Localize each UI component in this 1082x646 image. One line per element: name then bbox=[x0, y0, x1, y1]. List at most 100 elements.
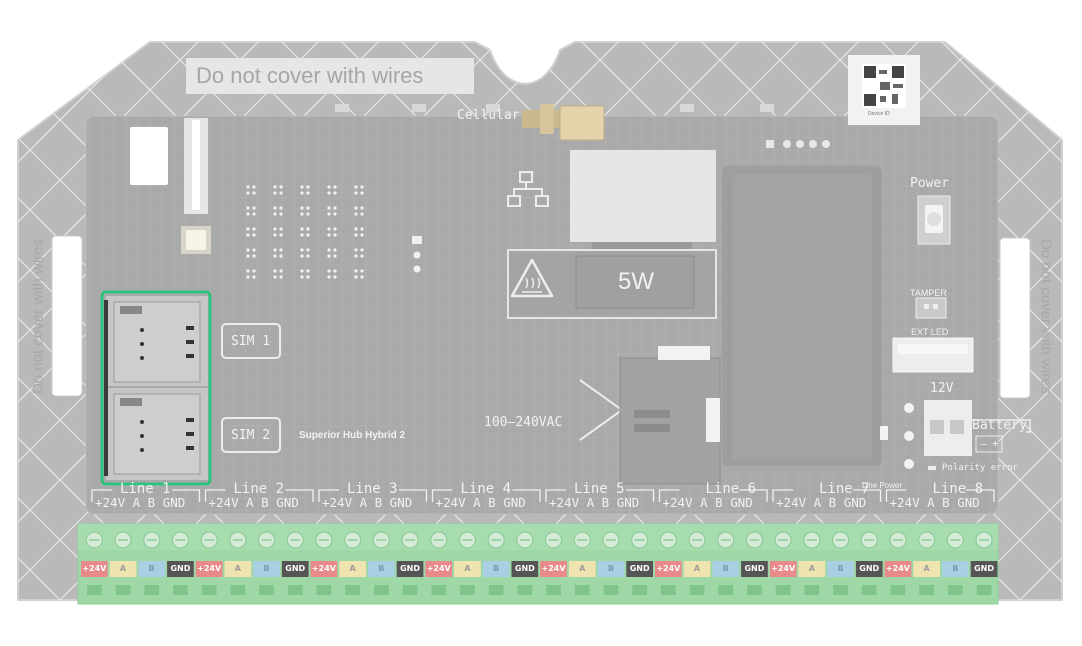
sim2-label: SIM 2 bbox=[231, 428, 271, 443]
terminal-label-bg bbox=[568, 561, 596, 577]
ac-connector bbox=[579, 346, 721, 485]
terminal-slot bbox=[374, 585, 389, 595]
terminal-label-bg bbox=[769, 561, 797, 577]
terminal-label: +24V bbox=[656, 564, 681, 573]
terminal-slot bbox=[115, 585, 131, 595]
terminal-slot bbox=[747, 585, 762, 595]
left-warning-label: Do not cover with wires bbox=[29, 238, 47, 395]
terminal-label: B bbox=[952, 564, 959, 573]
sim-holders bbox=[104, 296, 208, 480]
terminal-label-bg bbox=[195, 561, 223, 577]
terminal-slot bbox=[890, 585, 906, 595]
terminal-slot bbox=[718, 585, 734, 595]
heat-power-label: 5W bbox=[618, 268, 654, 295]
hot-surface-icon bbox=[510, 258, 554, 298]
terminal-label-bg bbox=[712, 561, 740, 577]
terminal-label: B bbox=[722, 564, 729, 573]
terminal-label: B bbox=[837, 564, 844, 573]
terminal-slot bbox=[201, 585, 217, 595]
terminal-label-bg bbox=[855, 561, 883, 577]
terminal-label: GND bbox=[170, 564, 191, 573]
terminal-label: +24V bbox=[885, 564, 910, 573]
line-8-pins: +24V A B GND bbox=[889, 495, 980, 510]
sim1-label: SIM 1 bbox=[231, 334, 271, 349]
terminal-label: A bbox=[923, 564, 930, 573]
battery-plus-sign: + bbox=[992, 437, 999, 450]
terminal-label: GND bbox=[514, 564, 535, 573]
terminal-label-bg bbox=[138, 561, 166, 577]
terminal-label-bg bbox=[425, 561, 453, 577]
terminal-label: B bbox=[493, 564, 500, 573]
terminal-slot bbox=[431, 585, 447, 595]
terminal-label-backgrounds bbox=[81, 561, 998, 577]
cellular-connector bbox=[522, 104, 605, 141]
line-4-name: Line 4 bbox=[460, 481, 512, 497]
terminal-slot bbox=[546, 585, 561, 595]
terminal-label-bg bbox=[396, 561, 424, 577]
device-id-qr bbox=[848, 55, 920, 125]
terminal-label: B bbox=[378, 564, 385, 573]
12v-label: 12V bbox=[930, 381, 954, 396]
terminal-label: B bbox=[148, 564, 155, 573]
power-button bbox=[917, 195, 951, 245]
terminal-slot bbox=[632, 585, 647, 595]
battery-minus-sign: – bbox=[980, 437, 987, 450]
ext-led-connector bbox=[892, 337, 974, 373]
terminal-slot bbox=[804, 585, 820, 595]
terminal-label-bg bbox=[798, 561, 826, 577]
line-power-label: Line Power bbox=[862, 481, 903, 490]
line-2-name: Line 2 bbox=[233, 481, 285, 497]
terminal-label-bg bbox=[368, 561, 395, 577]
line-8-name: Line 8 bbox=[932, 481, 984, 497]
terminal-label-bg bbox=[597, 561, 625, 577]
battery-label: Battery bbox=[972, 418, 1027, 433]
terminal-slot bbox=[861, 585, 877, 595]
ext-led-label: EXT LED bbox=[911, 327, 949, 337]
sim1-box bbox=[221, 323, 281, 359]
terminal-slot bbox=[230, 585, 246, 595]
terminal-slot bbox=[574, 585, 590, 595]
terminal-label-bg bbox=[655, 561, 682, 577]
line-7-pins: +24V A B GND bbox=[776, 495, 867, 510]
terminal-slot bbox=[259, 585, 274, 595]
terminal-label-bg bbox=[683, 561, 711, 577]
ac-input-label: 100–240VAC bbox=[484, 415, 563, 430]
terminal-slot bbox=[919, 585, 934, 595]
terminal-slot bbox=[173, 585, 188, 595]
terminal-label-bg bbox=[511, 561, 539, 577]
terminal-label: +24V bbox=[311, 564, 336, 573]
terminal-label: A bbox=[349, 564, 356, 573]
terminal-label: A bbox=[693, 564, 701, 573]
terminal-label: GND bbox=[400, 564, 420, 573]
terminal-label-bg bbox=[942, 561, 969, 577]
terminal-label: A bbox=[234, 564, 241, 573]
line-4-pins: +24V A B GND bbox=[435, 495, 526, 510]
line-1-name: Line 1 bbox=[120, 481, 171, 497]
line-1-pins: +24V A B GND bbox=[95, 495, 186, 510]
terminal-slot bbox=[345, 585, 360, 595]
line-6-name: Line 6 bbox=[705, 481, 757, 497]
right-warning-label: Do not cover with wires bbox=[1037, 238, 1055, 395]
line-brackets bbox=[91, 489, 995, 502]
line-6-pins: +24V A B GND bbox=[662, 495, 753, 510]
ethernet-icon bbox=[507, 171, 549, 207]
left-slot bbox=[51, 235, 83, 397]
terminal-slot bbox=[689, 585, 705, 595]
terminal-label: B bbox=[607, 564, 614, 573]
polarity-error-label: Polarity error bbox=[942, 463, 1018, 473]
tamper-label: TAMPER bbox=[910, 288, 947, 298]
terminal-label: A bbox=[119, 564, 127, 573]
terminal-label-bg bbox=[339, 561, 366, 577]
terminal-label-bg bbox=[482, 561, 510, 577]
ethernet-port bbox=[570, 150, 716, 242]
tamper-connector bbox=[915, 297, 947, 319]
sim2-box bbox=[221, 417, 281, 453]
line-3-pins: +24V A B GND bbox=[322, 495, 413, 510]
line-3-name: Line 3 bbox=[347, 481, 398, 497]
terminal-label: +24V bbox=[771, 564, 796, 573]
terminal-label-bg bbox=[253, 561, 280, 577]
terminal-label: A bbox=[464, 564, 471, 573]
terminal-label: +24V bbox=[541, 564, 566, 573]
